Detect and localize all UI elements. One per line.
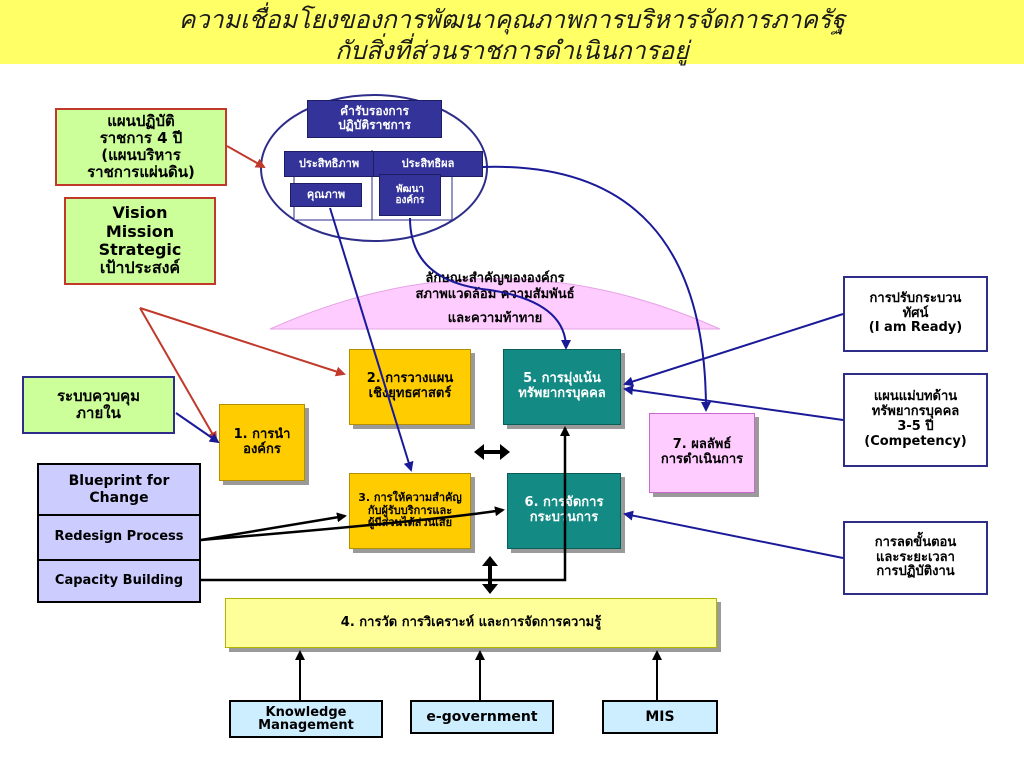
redesign-to-c3-arrow (200, 512, 347, 542)
title-line-1: ความเชื่อมโยงของการพัฒนาคุณภาพการบริหารจ… (178, 5, 846, 34)
efficiency-box: ประสิทธิภาพ (284, 151, 374, 177)
quality-box: คุณภาพ (290, 183, 362, 207)
oval-header: คำรับรองการปฏิบัติราชการ (307, 100, 442, 138)
paradigm-to-c5-arrow (623, 313, 844, 387)
reduce-box: การลดขั้นตอนและระยะเวลาการปฏิบัติงาน (843, 521, 988, 595)
double-arrow-vertical (482, 556, 498, 594)
category-7: 7. ผลลัพธ์การดำเนินการ (649, 413, 755, 493)
category-1: 1. การนำองค์กร (219, 404, 305, 481)
dome-line-2: สภาพแวดล้อม ความสัมพันธ์ (415, 287, 575, 302)
hr-master-box: แผนแม่บทด้านทรัพยากรบุคคล 3-5 ปี(Compete… (843, 373, 988, 467)
category-5: 5. การมุ่งเน้นทรัพยากรบุคคล (503, 349, 621, 425)
vision-to-c1-arrow (139, 307, 217, 442)
dome-line-1: ลักษณะสำคัญขององค์กร (425, 271, 565, 286)
mis-box: MIS (602, 700, 718, 734)
reduce-to-c6-arrow (623, 510, 844, 559)
redesign-to-c6-arrow (200, 506, 505, 542)
category-2: 2. การวางแผนเชิงยุทธศาสตร์ (349, 349, 471, 425)
title-line-2: กับสิ่งที่ส่วนราชการดำเนินการอยู่ (335, 36, 689, 65)
control-box: ระบบควบคุมภายใน (22, 376, 175, 434)
capacity-to-c5-arrow (201, 426, 570, 582)
effectiveness-box: ประสิทธิผล (373, 151, 483, 177)
capacity-box: Capacity Building (37, 561, 201, 603)
development-box: พัฒนาองค์กร (379, 174, 441, 216)
paradigm-box: การปรับกระบวนทัศน์(I am Ready) (843, 276, 988, 352)
vision-to-c2-arrow (139, 307, 346, 377)
effectiveness-to-c7-arrow (482, 165, 711, 412)
control-to-c1-arrow (175, 412, 220, 444)
dome-line-3: และความท้าทาย (447, 311, 543, 326)
egov-box: e-government (410, 700, 554, 734)
development-to-c5-arrow (409, 217, 571, 350)
double-arrow-horizontal (474, 444, 510, 460)
redesign-box: Redesign Process (37, 516, 201, 561)
category-4: 4. การวัด การวิเคราะห์ และการจัดการความร… (225, 598, 717, 648)
plan-to-oval-arrow (226, 145, 266, 168)
hrmaster-to-c5-arrow (623, 385, 844, 421)
plan-box: แผนปฏิบัติราชการ 4 ปี (แผนบริหารราชการแผ… (55, 108, 227, 186)
category-3: 3. การให้ความสำคัญกับผู้รับบริการและผู้ม… (349, 473, 471, 549)
title-banner (0, 0, 1024, 64)
quality-to-c3-arrow (329, 207, 414, 472)
